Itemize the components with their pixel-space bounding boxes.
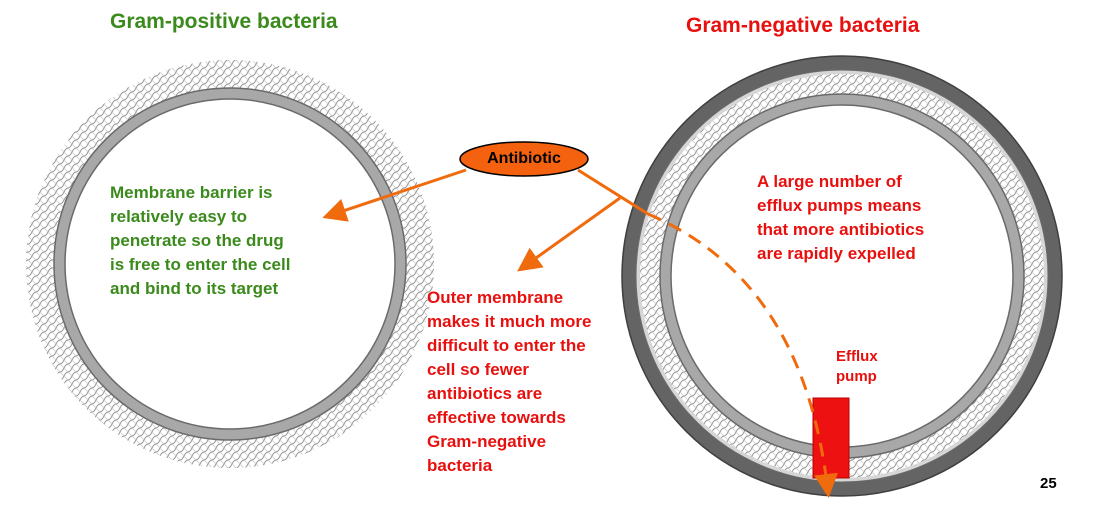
efflux-pump	[812, 397, 850, 479]
antibiotic-shape	[459, 141, 589, 177]
gram-negative-title: Gram-negative bacteria	[686, 14, 920, 37]
outer-membrane-note: Outer membrane makes it much more diffic…	[427, 288, 592, 475]
antibiotic-label: Antibiotic	[487, 150, 561, 167]
gram-positive-note: Membrane barrier is relatively easy to p…	[110, 183, 291, 298]
page-number: 25	[1040, 475, 1057, 492]
antibiotic-entry-path	[577, 168, 649, 216]
gram-negative-cytoplasm	[670, 104, 1014, 448]
efflux-pumps-note: A large number of efflux pumps means tha…	[757, 172, 925, 263]
efflux-pump-label: Efflux pump	[836, 348, 878, 385]
arrow-to-gram-positive	[322, 168, 467, 222]
arrow-to-outer-membrane-note	[517, 196, 621, 272]
gram-positive-cell	[26, 60, 434, 468]
gram-negative-cell	[621, 55, 1063, 497]
gram-positive-title: Gram-positive bacteria	[110, 10, 338, 33]
efflux-expulsion-path	[647, 212, 838, 498]
gram-positive-cytoplasm	[64, 98, 396, 430]
